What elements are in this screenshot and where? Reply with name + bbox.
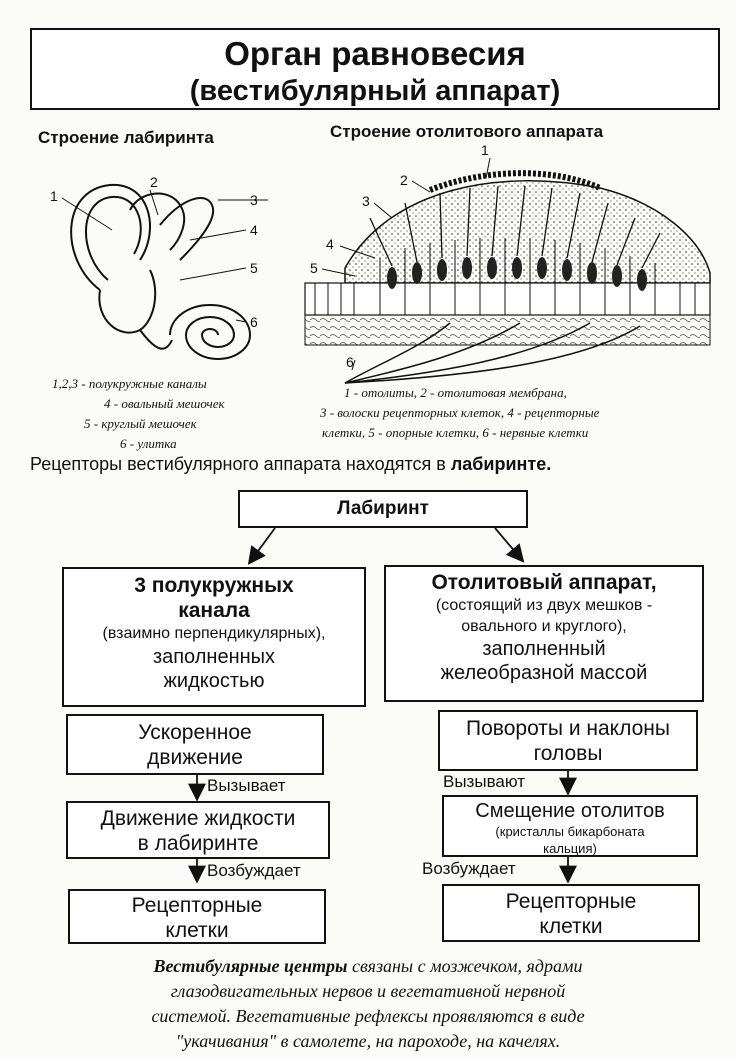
otolith-num-4: 4 [326,236,334,252]
box-line: Движение жидкости [100,807,296,830]
otoliths [428,170,602,193]
footer-text: связаны с мозжечком, ядрами [347,956,583,976]
page-title: Орган равновесия [224,35,526,72]
semicircular-canals-tail-2: жидкостью [163,670,265,692]
semicircular-canals-title-1: 3 полукружных [134,574,294,597]
fluid-movement-box: Движение жидкости в лабиринте [66,801,330,859]
statement-bold: лабиринте. [450,454,552,474]
otolith-apparatus-sub-1: (состоящий из двух мешков - [435,597,653,614]
otolith-illustration [304,157,711,384]
labyrinth-illustration [61,183,268,360]
footer-paragraph: Вестибулярные центры связаны с мозжечком… [20,954,716,1054]
labyrinth-num-3: 3 [250,192,258,208]
labyrinth-num-1: 1 [50,188,58,204]
otolith-apparatus-tail-2: желеобразной массой [440,662,648,684]
otolith-shift-box: Смещение отолитов (кристаллы бикарбоната… [442,795,698,857]
legend-line: 5 - круглый мешочек [84,416,197,431]
box-line: Рецепторные [505,890,637,913]
nerve-fibers [344,322,641,384]
labyrinth-num-6: 6 [250,314,258,330]
page-subtitle: (вестибулярный аппарат) [189,75,561,107]
semicircular-canals-box: 3 полукружных канала (взаимно перпендику… [62,567,366,707]
semicircular-canals-title-2: канала [178,599,250,622]
legend-line: 4 - овальный мешочек [104,396,225,411]
box-line: Ускоренное [138,721,252,744]
box-line: Смещение отолитов [475,800,665,822]
labyrinth-legend: 1,2,3 - полукружные каналы 4 - овальный … [52,374,225,454]
cochlea-spiral [169,304,252,360]
arrow-label-excites-right: Возбуждает [422,859,516,878]
title-box: Орган равновесия (вестибулярный аппарат) [30,28,720,110]
otolith-num-2: 2 [400,172,408,188]
legend-line: 3 - волоски рецепторных клеток, 4 - реце… [320,405,600,420]
semicircular-canals-sub: (взаимно перпендикулярных), [102,625,326,642]
statement-text: Рецепторы вестибулярного аппарата находя… [30,454,451,474]
arrow-label-excites-left: Возбуждает [207,861,301,880]
vestibule [98,269,157,334]
legend-line: 1 - отолиты, 2 - отолитовая мембрана, [344,385,567,400]
arrow-label-causes: Вызывает [207,776,286,795]
otolith-apparatus-sub-2: овального и круглого), [461,618,627,635]
labyrinth-num-4: 4 [250,222,258,238]
semicircular-canal-1 [70,183,151,291]
arrow-root-left [247,527,276,565]
legend-line: клетки, 5 - опорные клетки, 6 - нервные … [322,425,589,440]
otolith-num-5: 5 [310,260,318,276]
head-turns-box: Повороты и наклоны головы [438,710,698,771]
footer-line-4: "укачивания" в самолете, на пароходе, на… [175,1031,561,1051]
labyrinth-num-2: 2 [150,174,158,190]
semicircular-canals-tail-1: заполненных [152,646,276,668]
otolith-apparatus-tail-1: заполненный [482,638,606,660]
root-box-labyrinth: Лабиринт [238,490,528,528]
otolith-num-3: 3 [362,193,370,209]
box-line: головы [533,742,603,765]
box-line: клетки [539,915,603,938]
otolith-apparatus-box: Отолитовый аппарат, (состоящий из двух м… [384,565,704,702]
otolith-num-6: 6 [346,354,354,370]
footer-bold: Вестибулярные центры [153,956,348,976]
footer-line-2: глазодвигательных нервов и вегетативной … [170,981,566,1001]
labyrinth-heading: Строение лабиринта [38,128,214,147]
box-subline: (кристаллы бикарбоната [495,824,645,839]
box-line: движение [147,746,243,769]
arrow-label-cause: Вызывают [443,772,526,791]
arrow-root-right [494,527,525,563]
box-subline: кальция) [543,841,597,856]
otolith-membrane [344,180,711,284]
accelerated-motion-box: Ускоренное движение [66,714,324,775]
box-line: Повороты и наклоны [466,717,670,740]
receptor-cells-box-left: Рецепторные клетки [68,889,326,944]
legend-line: 6 - улитка [120,436,177,451]
receptors-statement: Рецепторы вестибулярного аппарата находя… [30,454,551,475]
box-line: Рецепторные [131,894,263,917]
semicircular-canal-3 [159,196,215,261]
labyrinth-num-5: 5 [250,260,258,276]
box-line: в лабиринте [137,832,259,855]
receptor-cells-box-right: Рецепторные клетки [442,884,700,942]
otolith-heading: Строение отолитового аппарата [330,122,604,141]
otolith-apparatus-title: Отолитовый аппарат, [431,571,657,594]
footer-line-3: системой. Вегетативные рефлексы проявляю… [151,1006,585,1026]
receptor-hairs [369,185,661,269]
legend-line: 1,2,3 - полукружные каналы [52,376,207,391]
box-line: клетки [165,919,229,942]
otolith-legend: 1 - отолиты, 2 - отолитовая мембрана, 3 … [320,383,720,443]
otolith-num-1: 1 [481,142,489,158]
footer-line-1: Вестибулярные центры связаны с мозжечком… [20,954,716,979]
